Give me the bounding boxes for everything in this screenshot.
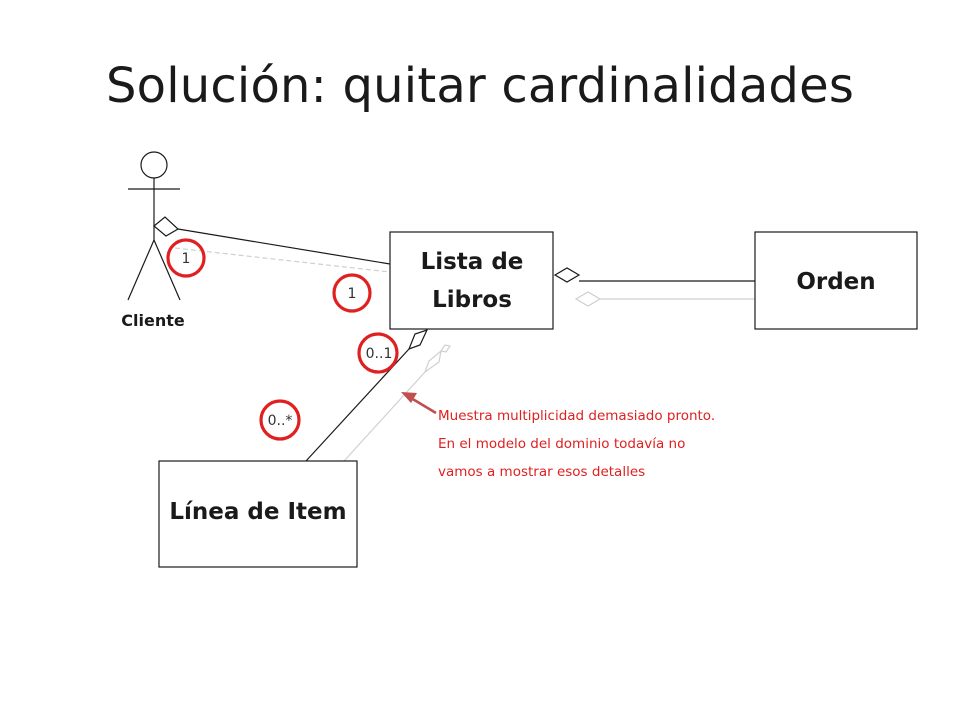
- ghost-associations: [174, 247, 755, 462]
- diamond-linea: [407, 328, 429, 351]
- ghost-line-lista-linea: [343, 371, 426, 462]
- class-linea-de-item: Línea de Item: [158, 460, 358, 568]
- class-lista-de-libros: Lista de Libros: [389, 231, 554, 330]
- actor-cliente: [127, 151, 181, 301]
- callout-arrow-shaft: [410, 396, 437, 415]
- ghost-diamond-orden: [574, 291, 602, 307]
- ghost-line-cliente-lista: [174, 247, 391, 273]
- class-linea-box: [158, 460, 358, 568]
- class-orden-label: Orden: [796, 269, 875, 295]
- actor-right-leg: [153, 239, 181, 301]
- highlight-circle-cliente: [166, 238, 206, 278]
- highlight-circle-lista-lower: [357, 332, 399, 374]
- highlight-circles: [166, 238, 399, 441]
- diamond-orden: [553, 267, 581, 283]
- callout-note: Muestra multiplicidad demasiado pronto. …: [438, 408, 716, 480]
- ghost-diamond-linea: [423, 349, 442, 374]
- class-lista-label-line1: Lista de: [421, 249, 524, 275]
- diamond-cliente: [153, 216, 180, 237]
- class-orden: Orden: [754, 231, 918, 330]
- ghost-diamond-small: [440, 344, 451, 353]
- class-orden-box: [754, 231, 918, 330]
- slide-title: Solución: quitar cardinalidades: [105, 58, 855, 114]
- actor-left-leg: [127, 239, 155, 301]
- callout-arrow-head: [401, 392, 417, 403]
- highlight-circle-linea-upper: [259, 399, 301, 441]
- associations: [153, 216, 755, 462]
- multiplicity-lista-lower: 0..1: [366, 346, 393, 362]
- multiplicity-linea-upper: 0..*: [268, 413, 293, 429]
- class-lista-box: [389, 231, 554, 330]
- actor-head: [140, 151, 168, 179]
- class-lista-label-line2: Libros: [432, 287, 512, 313]
- line-cliente-lista: [177, 228, 391, 265]
- highlight-circle-lista: [332, 273, 372, 313]
- callout-arrow: [401, 392, 437, 415]
- class-linea-label: Línea de Item: [169, 499, 346, 525]
- multiplicity-cliente: 1: [182, 251, 191, 267]
- actor-label: Cliente: [121, 311, 185, 330]
- multiplicity-lista: 1: [348, 286, 357, 302]
